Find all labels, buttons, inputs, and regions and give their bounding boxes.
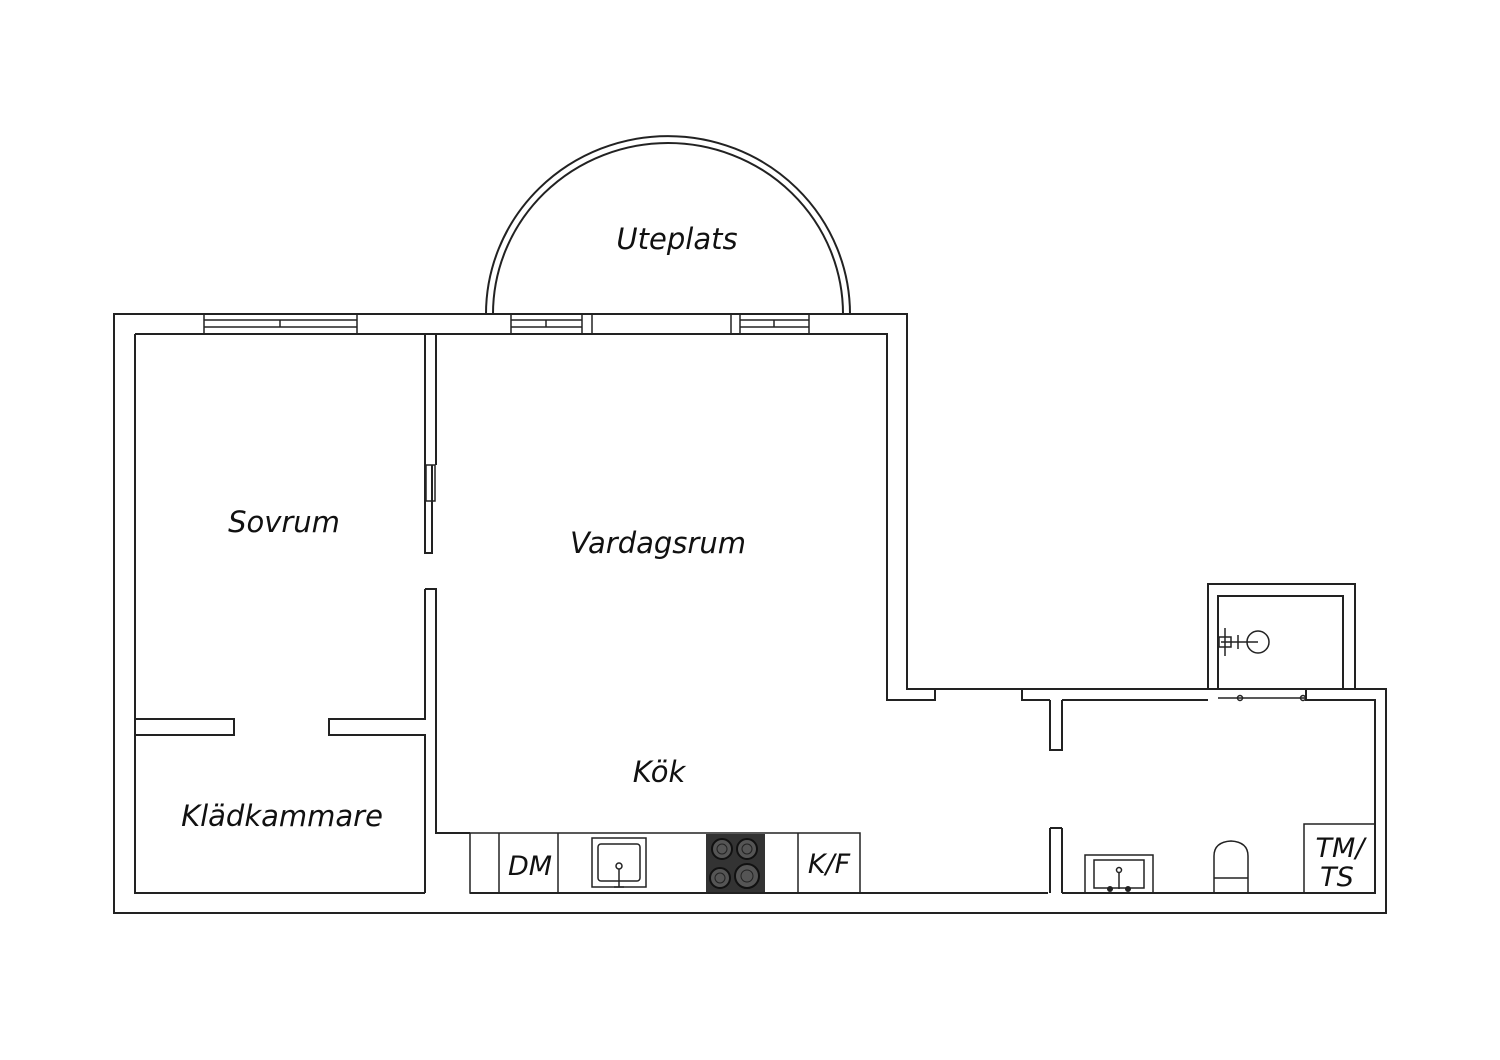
kitchen-counter — [469, 832, 861, 894]
label-uteplats: Uteplats — [616, 222, 737, 256]
toilet-icon — [1213, 840, 1249, 893]
label-dishwasher: DM — [508, 851, 552, 882]
label-kladkammare: Klädkammare — [181, 799, 383, 833]
stove-icon — [706, 834, 765, 892]
label-washer-dryer-2: TS — [1320, 862, 1354, 893]
shower-head-icon — [1218, 628, 1270, 656]
washer-dryer-cabinet — [1303, 823, 1376, 894]
patio — [485, 135, 851, 315]
label-vardagsrum: Vardagsrum — [570, 526, 746, 560]
interior-walls — [135, 334, 1063, 893]
window-living-right — [730, 313, 810, 335]
label-kok: Kök — [633, 755, 687, 789]
label-washer-dryer-1: TM/ — [1316, 833, 1368, 864]
label-sovrum: Sovrum — [228, 505, 340, 539]
shower — [1207, 583, 1356, 702]
window-bedroom — [203, 313, 358, 335]
washbasin-icon — [1084, 854, 1154, 894]
windows — [203, 313, 810, 335]
label-fridge-freezer: K/F — [808, 849, 851, 880]
bathroom-fixtures — [1084, 823, 1376, 894]
sink-icon — [591, 837, 647, 888]
window-living-left — [510, 313, 593, 335]
